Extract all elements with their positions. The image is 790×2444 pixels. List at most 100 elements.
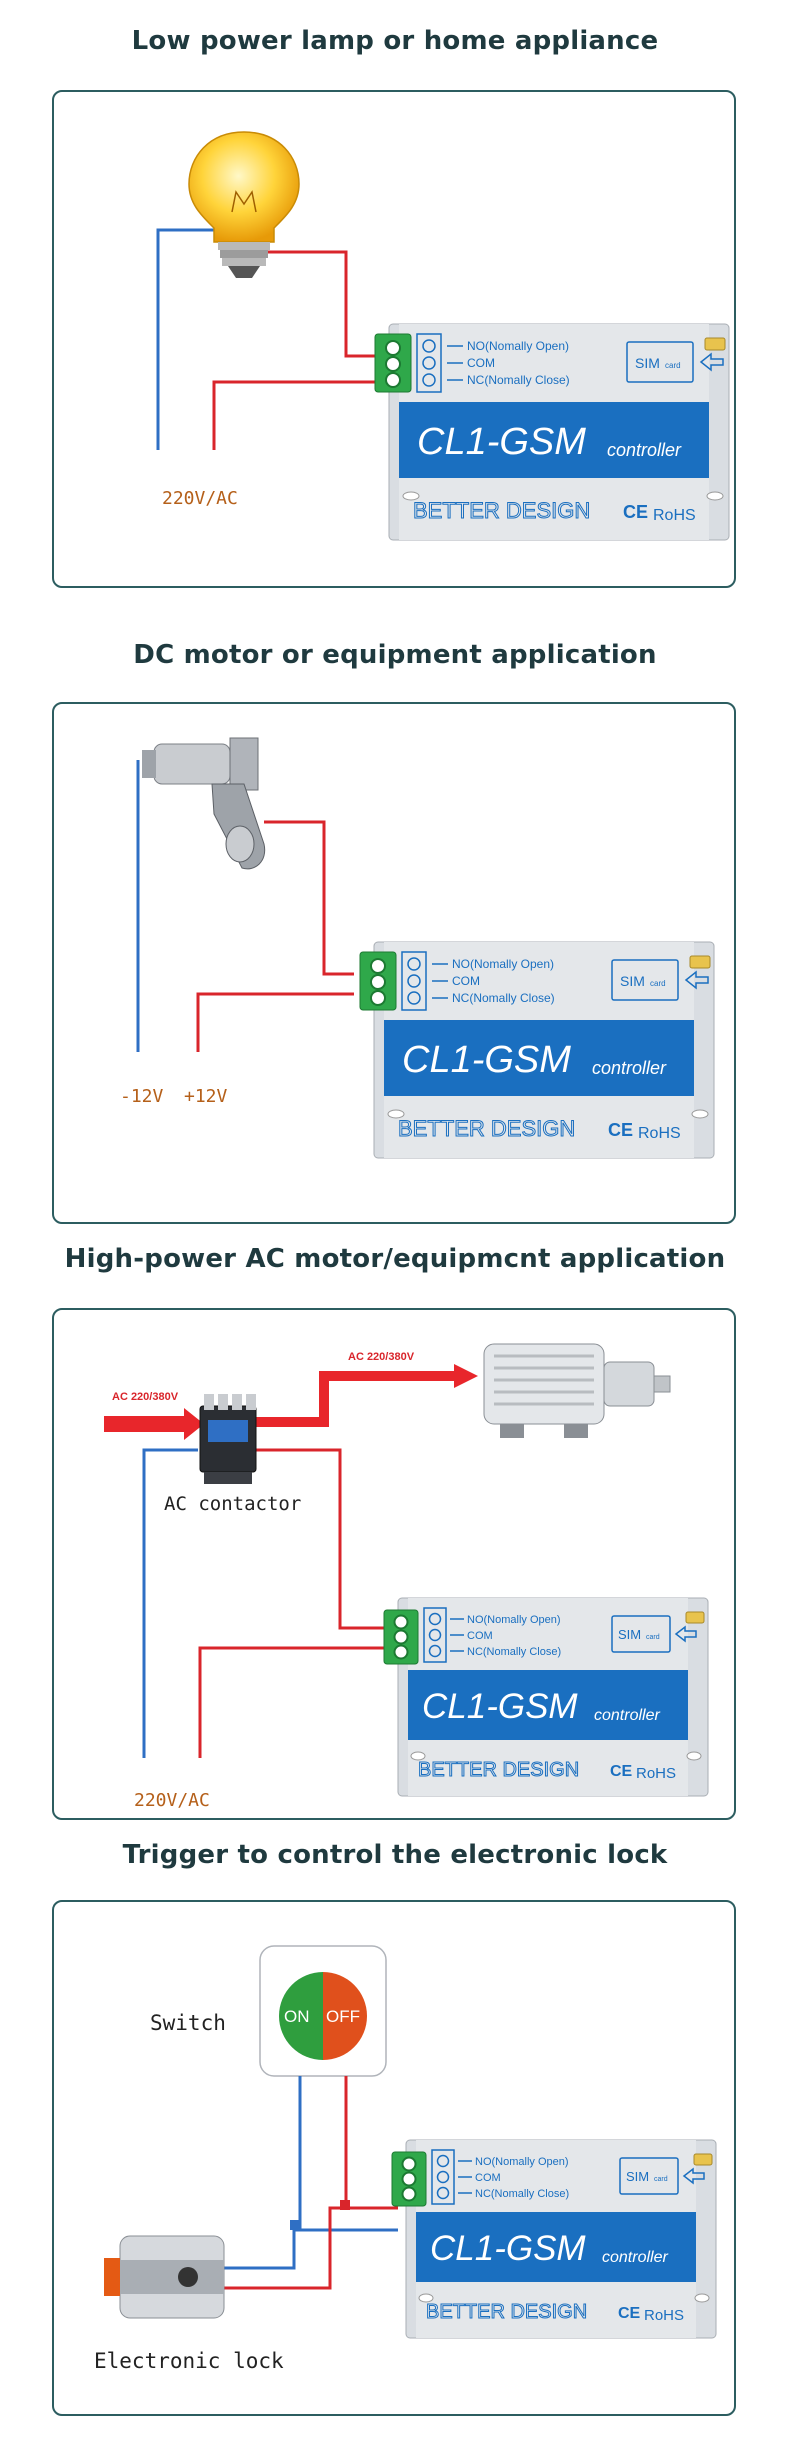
- rohs-mark: RoHS: [636, 1765, 676, 1782]
- sim-card-label: card: [650, 979, 666, 988]
- brand-label: BETTER DESIGN: [398, 1116, 575, 1141]
- terminal-nc-label: NC(Nomally Close): [467, 373, 570, 387]
- blue-junction: [290, 2220, 300, 2230]
- sim-label: SIM: [618, 1627, 641, 1642]
- sim-label: SIM: [620, 973, 645, 989]
- cl1-gsm-controller: NO(Nomally Open) COM NC(Nomally Close) S…: [374, 323, 730, 541]
- cl1-gsm-controller: NO(Nomally Open) COM NC(Nomally Close) S…: [359, 941, 715, 1159]
- wire-from-motor: [264, 820, 354, 976]
- lock-label: Electronic lock: [94, 2349, 284, 2373]
- section-4-title: Trigger to control the electronic lock: [122, 1840, 668, 1870]
- device-label-band: [408, 1670, 688, 1740]
- live-wire-supply: [198, 1646, 384, 1758]
- section-3-title: High-power AC motor/equipmcnt applicatio…: [64, 1244, 726, 1274]
- sim-slot: [611, 959, 679, 1001]
- section-1-title: Low power lamp or home appliance: [131, 26, 659, 56]
- sim-label: SIM: [635, 355, 660, 371]
- device-model: CL1-GSM: [402, 1039, 571, 1081]
- rohs-mark: RoHS: [644, 2307, 684, 2324]
- dc-motor-icon: [142, 737, 266, 870]
- device-model-suffix: controller: [607, 440, 682, 460]
- switch-off-label: OFF: [326, 2007, 360, 2026]
- output-voltage-label: AC 220/380V: [348, 1351, 415, 1363]
- device-model: CL1-GSM: [417, 421, 586, 463]
- sim-label: SIM: [626, 2169, 649, 2184]
- light-bulb-icon: [188, 131, 300, 278]
- device-model-suffix: controller: [592, 1058, 667, 1078]
- red-wire-to-lock: [222, 2206, 346, 2290]
- sim-slot: [619, 2157, 679, 2195]
- contactor-label: AC contactor: [164, 1493, 301, 1515]
- output-arrow-head-icon: [454, 1364, 478, 1388]
- sim-insert-arrow-icon: [699, 352, 724, 372]
- panel-electronic-lock: ON OFF Switch Electronic lock: [52, 1900, 736, 2416]
- supply-voltage-label: 220V/AC: [134, 1790, 210, 1811]
- neutral-wire: [142, 1448, 198, 1758]
- brand-label: BETTER DESIGN: [418, 1759, 579, 1781]
- sim-card-label: card: [665, 361, 681, 370]
- ac-motor-wiring-diagram: AC 220/380V AC 220/380V: [104, 1343, 709, 1811]
- ce-mark: CE: [610, 1763, 633, 1780]
- live-wire-supply: [212, 380, 389, 450]
- panel-ac-motor: AC 220/380V AC 220/380V: [52, 1308, 736, 1820]
- ce-mark: CE: [608, 1120, 633, 1140]
- brand-label: BETTER DESIGN: [426, 2301, 587, 2323]
- rohs-mark: RoHS: [653, 507, 696, 524]
- dc-motor-wiring-diagram: -12V +12V NO(Nomally Open) COM NC(Nomall…: [120, 737, 715, 1159]
- input-voltage-label: AC 220/380V: [112, 1391, 179, 1403]
- panel-dc-motor: -12V +12V NO(Nomally Open) COM NC(Nomall…: [52, 702, 736, 1224]
- section-2-title: DC motor or equipment application: [133, 640, 657, 670]
- device-model: CL1-GSM: [422, 1687, 578, 1726]
- negative-voltage-label: -12V: [120, 1086, 164, 1107]
- ac-contactor-icon: [199, 1394, 257, 1484]
- panel-lamp: 220V/AC NO(Nomally Open) COM NC(Nomally …: [52, 90, 736, 588]
- positive-wire: [196, 992, 354, 1052]
- coil-wire: [254, 1448, 384, 1630]
- cl1-gsm-controller: NO(Nomally Open) COM NC(Nomally Close) S…: [391, 2139, 717, 2339]
- terminal-com-label: COM: [467, 1630, 493, 1642]
- output-power-arrow-icon: [254, 1371, 454, 1427]
- neutral-wire: [156, 228, 224, 450]
- ce-mark: CE: [623, 502, 648, 522]
- antenna-connector-icon: [693, 2153, 713, 2166]
- sim-insert-arrow-icon: [684, 970, 709, 990]
- terminal-no-label: NO(Nomally Open): [467, 339, 569, 353]
- switch-label: Switch: [150, 2011, 226, 2035]
- terminal-com-label: COM: [475, 2172, 501, 2184]
- terminal-com-label: COM: [467, 356, 495, 370]
- sim-slot: [626, 341, 694, 383]
- device-label-band: [384, 1020, 694, 1096]
- terminal-no-label: NO(Nomally Open): [452, 957, 554, 971]
- switch-on-label: ON: [284, 2007, 310, 2026]
- device-model: CL1-GSM: [430, 2229, 586, 2268]
- sim-card-label: card: [654, 2176, 668, 2183]
- switch-icon: [279, 1972, 367, 2060]
- terminal-no-label: NO(Nomally Open): [467, 1614, 561, 1626]
- red-junction: [340, 2200, 350, 2210]
- antenna-connector-icon: [704, 337, 726, 351]
- terminal-nc-label: NC(Nomally Close): [475, 2188, 569, 2200]
- electronic-lock-wiring-diagram: ON OFF Switch Electronic lock: [94, 1945, 717, 2373]
- ac-motor-icon: [483, 1343, 671, 1438]
- sim-card-label: card: [646, 1634, 660, 1641]
- live-wire-to-lamp: [264, 250, 389, 358]
- positive-voltage-label: +12V: [184, 1086, 228, 1107]
- device-label-band: [416, 2212, 696, 2282]
- terminal-nc-label: NC(Nomally Close): [467, 1646, 561, 1658]
- sim-insert-arrow-icon: [682, 2167, 705, 2185]
- electronic-lock-icon: [104, 2235, 225, 2319]
- device-model-suffix: controller: [594, 1707, 660, 1724]
- supply-voltage-label: 220V/AC: [162, 488, 238, 509]
- blue-wire-to-lock: [222, 2076, 302, 2270]
- device-label-band: [399, 402, 709, 478]
- antenna-connector-icon: [685, 1611, 705, 1624]
- terminal-nc-label: NC(Nomally Close): [452, 991, 555, 1005]
- brand-label: BETTER DESIGN: [413, 498, 590, 523]
- red-wire-from-switch: [344, 2076, 398, 2210]
- rohs-mark: RoHS: [638, 1125, 681, 1142]
- sim-insert-arrow-icon: [674, 1625, 697, 1643]
- terminal-no-label: NO(Nomally Open): [475, 2156, 569, 2168]
- device-model-suffix: controller: [602, 2249, 668, 2266]
- ce-mark: CE: [618, 2305, 641, 2322]
- input-power-arrow-icon: [104, 1408, 204, 1440]
